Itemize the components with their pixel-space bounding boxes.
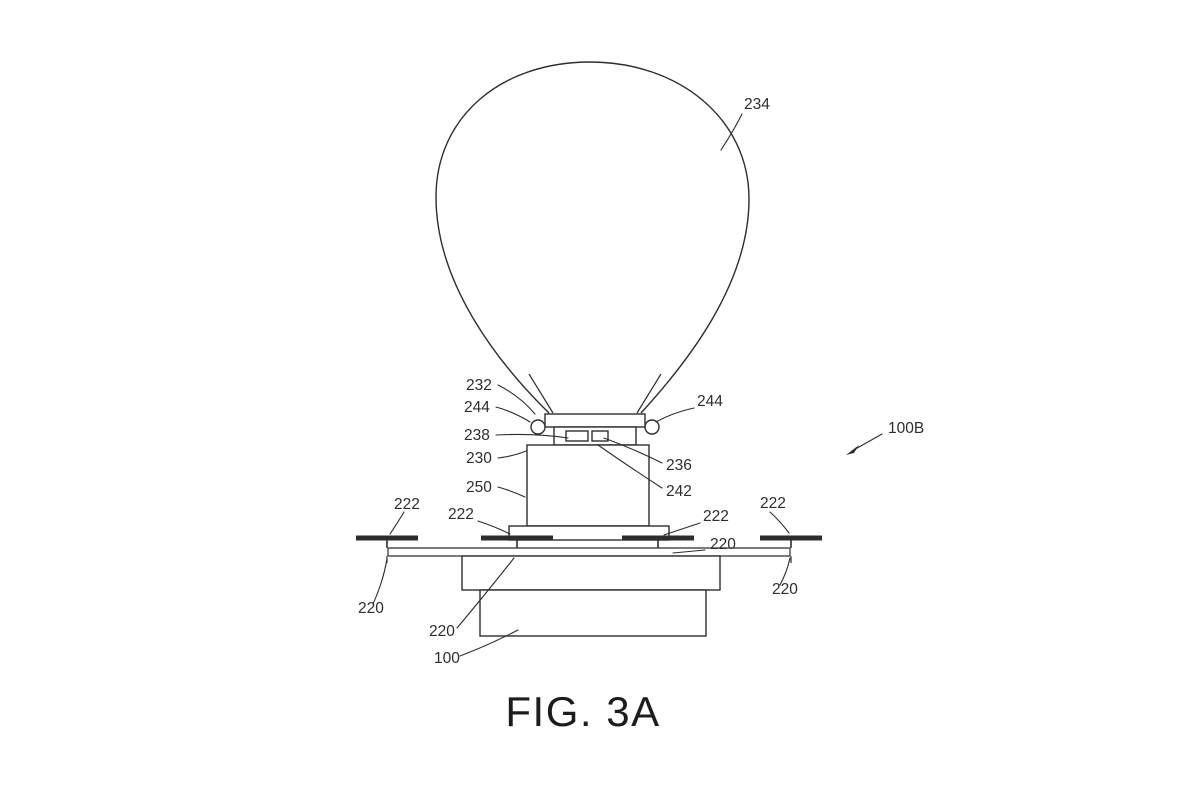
leader-220-inner-right [672, 549, 706, 554]
balloon-gather-line-right [636, 373, 662, 414]
ref-238: 238 [464, 427, 490, 444]
leader-244-left [495, 406, 531, 423]
ref-222-inner-right: 222 [703, 508, 729, 525]
ref-232: 232 [466, 377, 492, 394]
attachment-ring-right [644, 419, 660, 435]
leader-lines [372, 113, 883, 657]
leader-220-far-right [779, 557, 791, 586]
ref-100B: 100B [888, 420, 924, 437]
ref-244-right: 244 [697, 393, 723, 410]
ref-220-far-left: 220 [358, 600, 384, 617]
leader-250 [497, 486, 526, 498]
ref-220-inner-right: 220 [710, 536, 736, 553]
ref-244-left: 244 [464, 399, 490, 416]
ref-100: 100 [434, 650, 460, 667]
balloon-envelope-outline [435, 61, 750, 414]
ref-220-far-right: 220 [772, 581, 798, 598]
valve-component-left [565, 430, 589, 442]
support-housing [526, 444, 650, 527]
balloon-gather-line-left [528, 373, 554, 414]
ref-222-far-right: 222 [760, 495, 786, 512]
fuselage-lower [479, 589, 707, 637]
leader-222-inner-right [663, 522, 701, 536]
balloon [435, 61, 750, 414]
leader-236 [603, 437, 663, 464]
rotor-inner-left [481, 535, 553, 548]
figure-caption: FIG. 3A [505, 688, 660, 735]
rotor-far-right [760, 535, 822, 548]
leader-220-inner-left [456, 557, 515, 629]
ref-234: 234 [744, 96, 770, 113]
leader-100B-arrow-head [846, 445, 859, 455]
ref-230: 230 [466, 450, 492, 467]
collar-top-band [544, 413, 646, 428]
ref-222-inner-left: 222 [448, 506, 474, 523]
leader-220-far-left [372, 558, 388, 605]
leader-222-far-left [389, 511, 405, 535]
rotor-inner-right [622, 535, 694, 548]
valve-component-right [591, 430, 609, 442]
reference-labels: 234 232 244 238 230 250 244 236 242 222 … [358, 96, 924, 667]
leader-242 [597, 444, 663, 489]
leader-222-far-right [769, 511, 790, 534]
leader-244-right [655, 407, 695, 423]
leader-222-inner-left [477, 520, 511, 535]
balloon-collar-assembly [530, 413, 660, 446]
leader-234 [720, 113, 743, 151]
ref-222-far-left: 222 [394, 496, 420, 513]
ref-220-inner-left: 220 [429, 623, 455, 640]
leader-230 [497, 450, 527, 459]
leader-238 [495, 433, 569, 439]
ref-236: 236 [666, 457, 692, 474]
rotor-far-left [356, 535, 418, 548]
fuselage-upper [461, 555, 721, 591]
leader-232 [497, 384, 536, 415]
ref-250: 250 [466, 479, 492, 496]
attachment-ring-left [530, 419, 546, 435]
leader-100 [459, 629, 519, 657]
ref-242: 242 [666, 483, 692, 500]
